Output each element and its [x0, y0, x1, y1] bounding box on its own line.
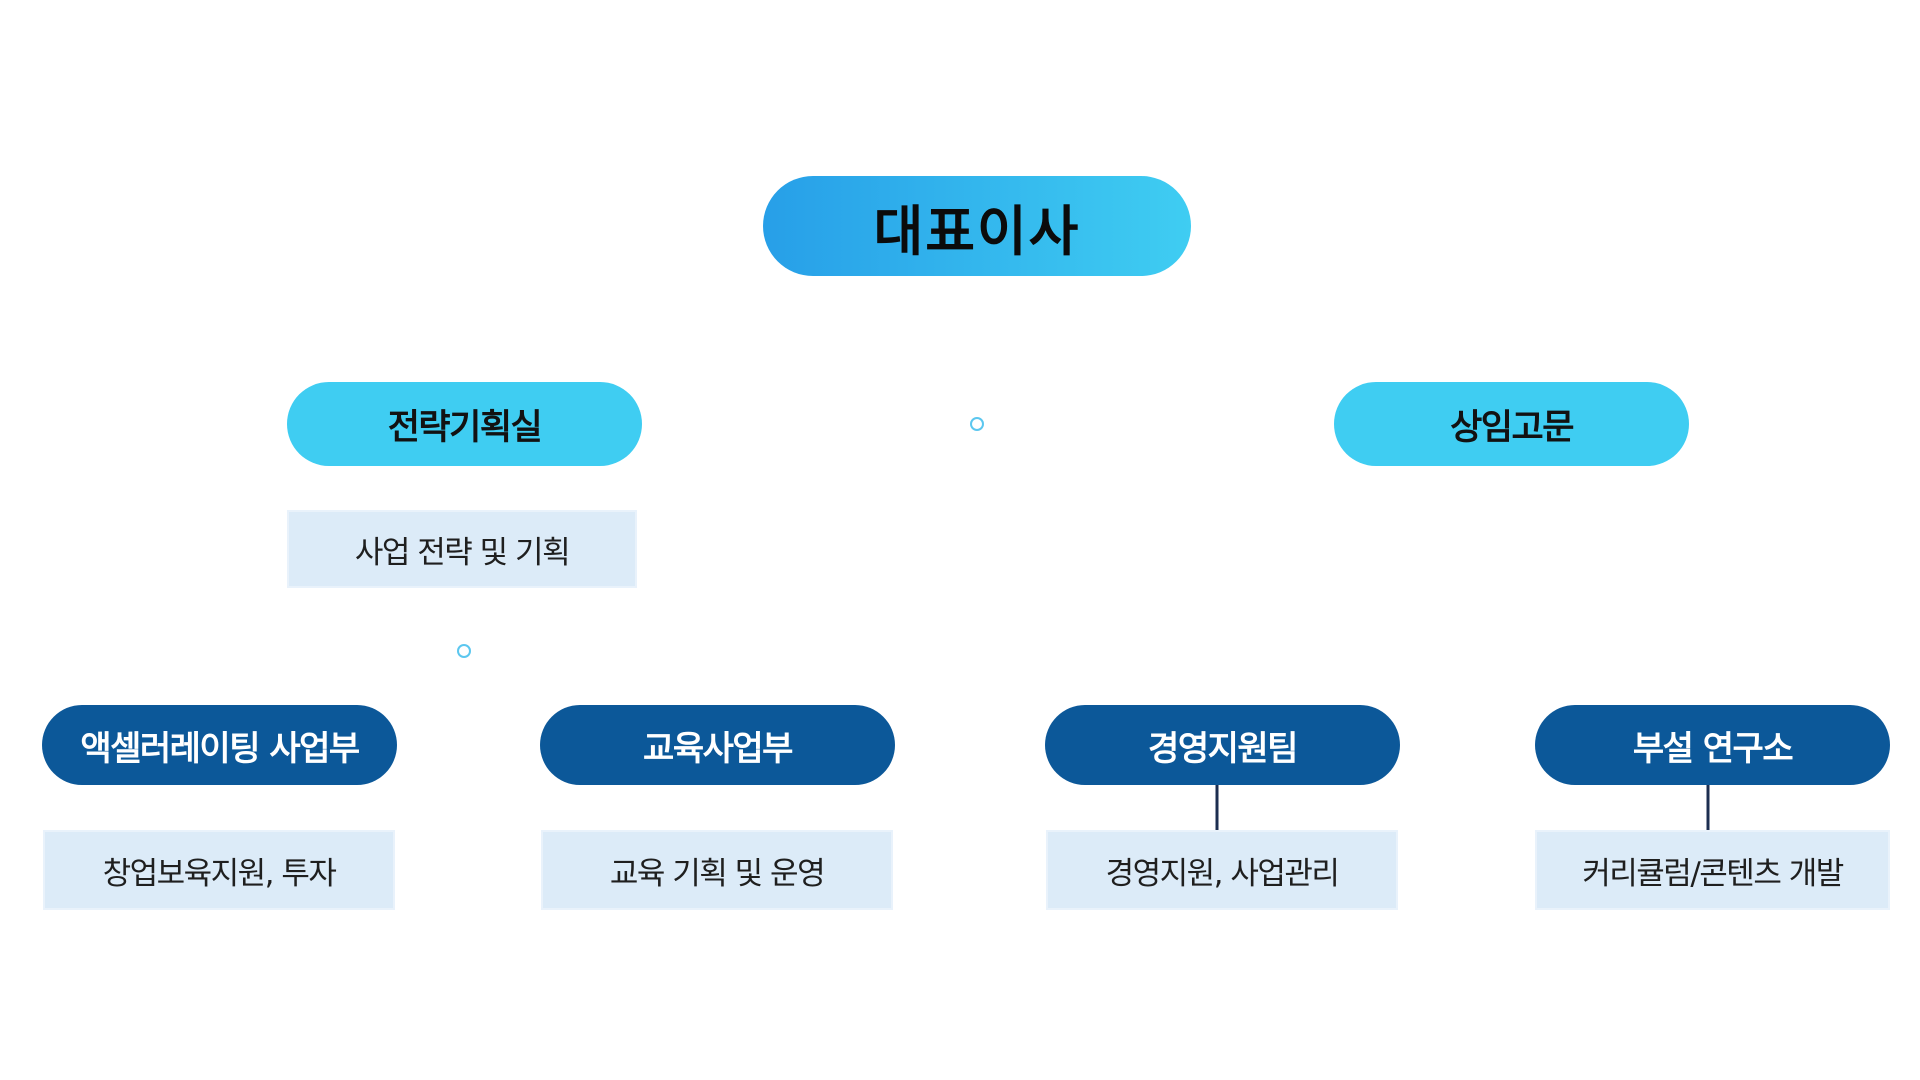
junction-marker-center	[970, 417, 984, 431]
strategy-office-description-text: 사업 전략 및 기획	[354, 534, 571, 571]
department-accelerating-label: 액셀러레이팅 사업부	[80, 728, 360, 769]
department-management: 경영지원팀	[1045, 705, 1400, 785]
department-accelerating-description-text: 창업보육지원, 투자	[102, 855, 337, 892]
advisor-label: 상임고문	[1450, 407, 1574, 448]
department-management-description-text: 경영지원, 사업관리	[1105, 855, 1340, 892]
junction-marker-strategy	[457, 644, 471, 658]
strategy-office-label: 전략기획실	[387, 407, 543, 448]
department-research-description: 커리큘럼/콘텐츠 개발	[1535, 830, 1890, 910]
department-accelerating: 액셀러레이팅 사업부	[42, 705, 397, 785]
advisor-node: 상임고문	[1334, 382, 1689, 466]
ceo-node: 대표이사	[763, 176, 1191, 276]
department-education: 교육사업부	[540, 705, 895, 785]
strategy-office-node: 전략기획실	[287, 382, 642, 466]
strategy-office-description: 사업 전략 및 기획	[287, 510, 637, 588]
department-education-description-text: 교육 기획 및 운영	[609, 855, 826, 892]
department-management-label: 경영지원팀	[1148, 728, 1298, 769]
department-research-description-text: 커리큘럼/콘텐츠 개발	[1582, 855, 1844, 892]
department-education-label: 교육사업부	[643, 728, 793, 769]
department-research: 부설 연구소	[1535, 705, 1890, 785]
department-management-description: 경영지원, 사업관리	[1046, 830, 1398, 910]
ceo-label: 대표이사	[873, 199, 1081, 263]
department-education-description: 교육 기획 및 운영	[541, 830, 893, 910]
department-accelerating-description: 창업보육지원, 투자	[43, 830, 395, 910]
department-research-label: 부설 연구소	[1632, 728, 1794, 769]
